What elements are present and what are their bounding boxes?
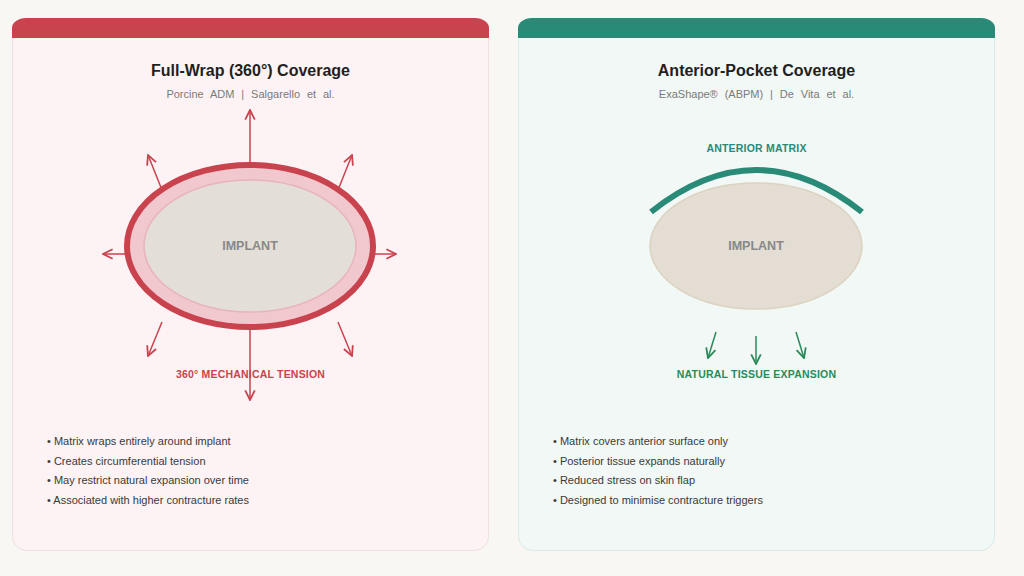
bullet-point: • Matrix covers anterior surface only <box>553 434 728 448</box>
coverage-card: Anterior-Pocket CoverageExaShape® (ABPM)… <box>518 18 995 551</box>
expansion-label: NATURAL TISSUE EXPANSION <box>518 368 995 381</box>
card-title: Anterior-Pocket Coverage <box>518 61 995 81</box>
implant-label: IMPLANT <box>222 238 278 254</box>
bullet-point: • Creates circumferential tension <box>47 454 206 468</box>
bullet-point: • Posterior tissue expands naturally <box>553 454 725 468</box>
card-panel <box>13 19 489 551</box>
bullet-point: • Matrix wraps entirely around implant <box>47 434 231 448</box>
implant-ellipse: IMPLANT <box>649 182 863 310</box>
card-top-bar <box>12 28 489 38</box>
card-title: Full-Wrap (360°) Coverage <box>12 61 489 81</box>
card-top-bar <box>12 18 489 38</box>
card-panel <box>519 19 995 551</box>
matrix-label: ANTERIOR MATRIX <box>518 142 995 155</box>
implant-body <box>144 180 356 312</box>
card-top-bar <box>518 18 995 38</box>
bullet-point: • Associated with higher contracture rat… <box>47 493 249 507</box>
implant-body <box>650 183 862 309</box>
tension-arrows <box>103 110 396 400</box>
bullet-point: • Designed to minimise contracture trigg… <box>553 493 763 507</box>
card-subtitle: Porcine ADM | Salgarello et al. <box>12 87 489 101</box>
coverage-card: Full-Wrap (360°) CoveragePorcine ADM | S… <box>12 18 489 551</box>
card-subtitle: ExaShape® (ABPM) | De Vita et al. <box>518 87 995 101</box>
implant-label: IMPLANT <box>728 238 784 254</box>
bullet-point: • Reduced stress on skin flap <box>553 473 695 487</box>
implant-ellipse: IMPLANT <box>124 162 376 330</box>
card-top-bar <box>518 28 995 38</box>
matrix-wrap <box>127 165 373 327</box>
bullet-point: • May restrict natural expansion over ti… <box>47 473 249 487</box>
expansion-arrows <box>708 332 804 364</box>
tension-label: 360° MECHANICAL TENSION <box>12 368 489 381</box>
